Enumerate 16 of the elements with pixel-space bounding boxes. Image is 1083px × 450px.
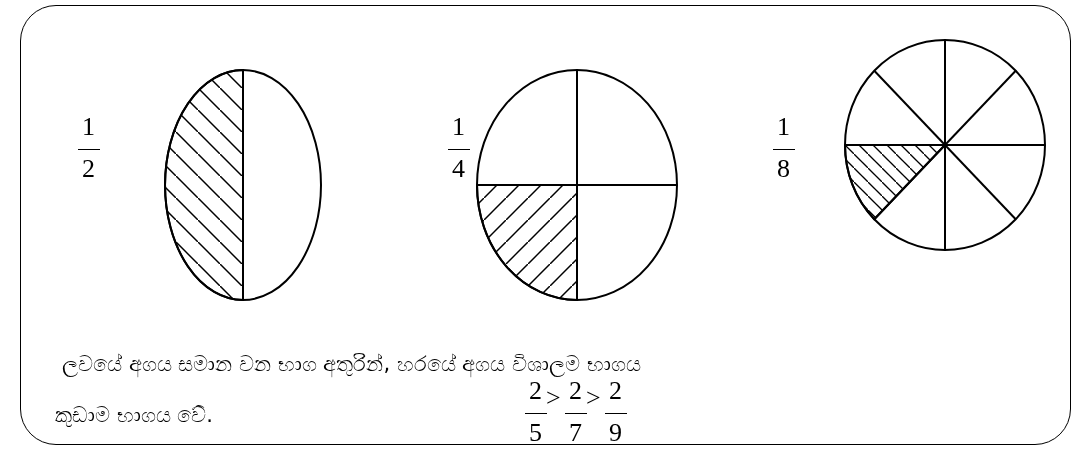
denominator: 9 xyxy=(609,418,622,448)
denominator: 7 xyxy=(569,418,582,448)
denominator: 2 xyxy=(82,154,95,184)
denominator: 5 xyxy=(529,418,542,448)
denominator: 8 xyxy=(777,154,790,184)
numerator: 2 xyxy=(569,376,582,406)
numerator: 2 xyxy=(609,376,622,406)
numerator: 1 xyxy=(777,112,790,142)
greater-than-sign: > xyxy=(546,383,561,413)
sentence-text: කුඩාම භාගය වේ. xyxy=(55,403,214,427)
numerator: 1 xyxy=(452,112,465,142)
numerator: 1 xyxy=(82,112,95,142)
greater-than-sign: > xyxy=(586,383,601,413)
denominator: 4 xyxy=(452,154,465,184)
sentence-text: ලවයේ අගය සමාන වන භාග අතුරින්, හරයේ අගය විශාලම භාගය xyxy=(62,352,641,376)
numerator: 2 xyxy=(529,376,542,406)
